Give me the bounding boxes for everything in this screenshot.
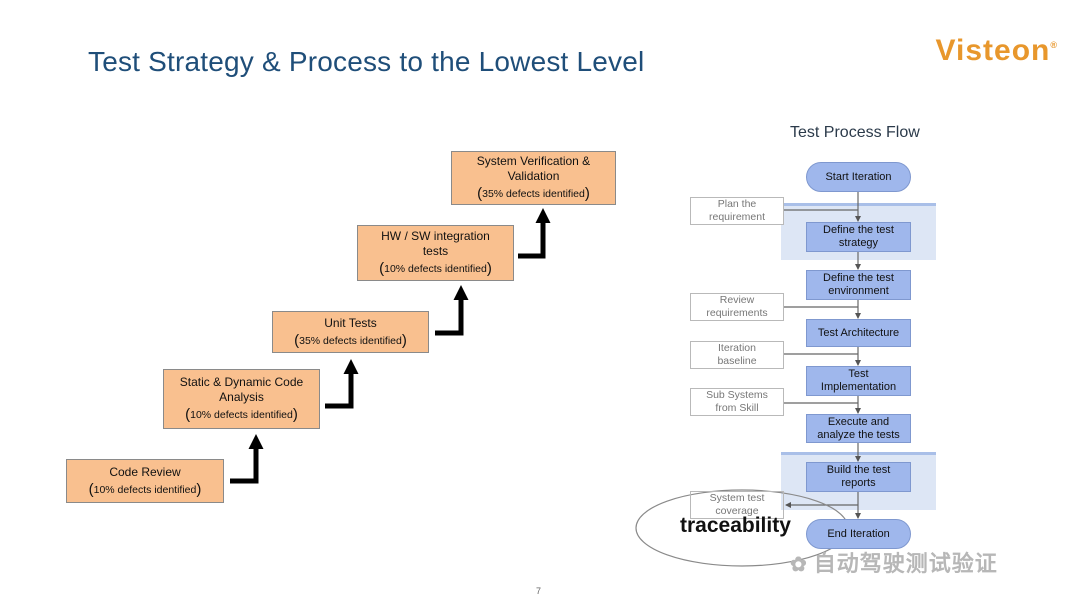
arrow-integration-to-system [518,208,551,259]
watermark-text: 自动驾驶测试验证 [813,551,998,576]
step-static-dynamic-analysis: Static & Dynamic Code Analysis (10% defe… [163,369,320,429]
step-label: Static & Dynamic Code Analysis [179,375,304,404]
end-iteration-node: End Iteration [806,519,911,549]
slide-title: Test Strategy & Process to the Lowest Le… [88,46,645,77]
arrow-code-review-to-analysis [230,434,264,484]
input-sub-systems: Sub Systems from Skill [690,388,784,416]
step-label: Code Review [109,464,181,479]
process-flow-title: Test Process Flow [790,124,920,141]
arrow-analysis-to-unit-tests [325,359,359,409]
step-defects: 35% defects identified [299,334,402,347]
execute-analyze-node: Execute and analyze the tests [806,414,911,443]
build-reports-node: Build the test reports [806,462,911,492]
wechat-watermark: ✿自动驾驶测试验证 [790,546,998,578]
step-label: System Verification & Validation [476,154,591,183]
define-environment-node: Define the test environment [806,270,911,300]
start-iteration-node: Start Iteration [806,162,911,192]
step-system-verification: System Verification & Validation (35% de… [451,151,616,205]
step-code-review: Code Review (10% defects identified) [66,459,224,503]
test-architecture-node: Test Architecture [806,319,911,347]
step-defects: 10% defects identified [93,483,197,496]
step-hw-sw-integration: HW / SW integration tests (10% defects i… [357,225,514,281]
wechat-icon: ✿ [790,554,808,576]
arrow-unit-tests-to-integration [435,285,469,336]
input-iteration-baseline: Iteration baseline [690,341,784,369]
step-unit-tests: Unit Tests (35% defects identified) [272,311,429,353]
input-plan-requirement: Plan the requirement [690,197,784,225]
step-defects: 10% defects identified [384,263,487,275]
traceability-label: traceability [680,514,791,537]
step-label: Unit Tests [324,315,377,330]
input-system-test-coverage: System test coverage [690,491,784,519]
logo-text: Visteon [935,34,1051,67]
define-strategy-node: Define the test strategy [806,222,911,252]
staircase-arrows [230,208,551,484]
step-label: HW / SW integration tests [381,229,490,258]
test-implementation-node: Test Implementation [806,366,911,396]
step-defects: 35% defects identified [482,188,585,200]
step-defects: 10% defects identified [190,409,293,421]
input-review-requirements: Review requirements [690,293,784,321]
visteon-logo: Visteon® [935,34,1058,67]
page-number: 7 [536,586,542,596]
